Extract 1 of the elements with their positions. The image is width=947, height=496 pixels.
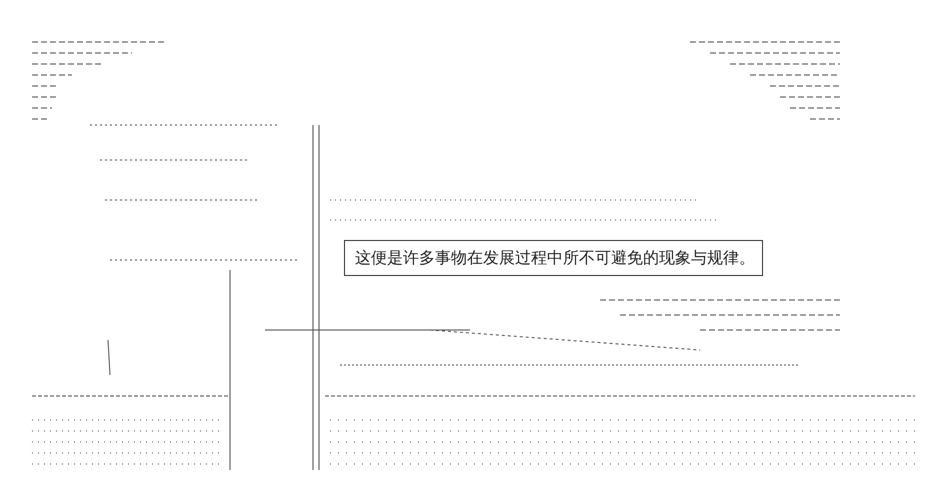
caption-box: 这便是许多事物在发展过程中所不可避免的现象与规律。 [344,240,763,276]
